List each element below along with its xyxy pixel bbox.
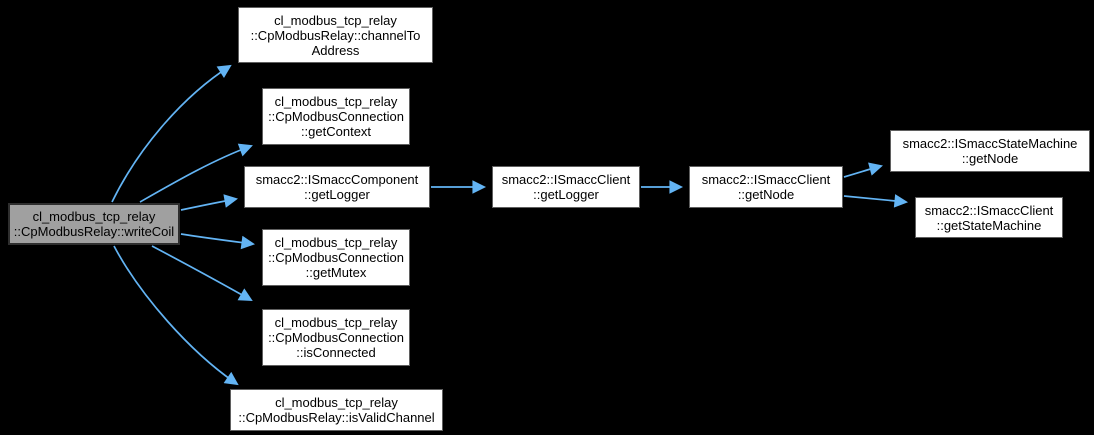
node-client-getnode[interactable]: smacc2::ISmaccClient ::getNode xyxy=(689,166,843,208)
edge-client-getnode-getstatemachine xyxy=(843,194,909,208)
node-label-line: cl_modbus_tcp_relay xyxy=(32,209,156,224)
node-label-line: ::getMutex xyxy=(305,265,367,280)
node-label-line: ::CpModbusConnection xyxy=(268,330,404,345)
node-label-line: smacc2::ISmaccClient xyxy=(701,172,831,187)
node-writecoil: cl_modbus_tcp_relay ::CpModbusRelay::wri… xyxy=(8,203,180,245)
node-label-line: ::getLogger xyxy=(304,187,370,202)
node-label-line: ::getLogger xyxy=(533,187,599,202)
node-label-line: ::CpModbusConnection xyxy=(268,250,404,265)
node-label-line: cl_modbus_tcp_relay xyxy=(275,395,398,410)
node-label-line: ::CpModbusRelay::writeCoil xyxy=(13,224,175,239)
node-label-line: smacc2::ISmaccClient xyxy=(924,202,1054,218)
node-isconnected[interactable]: cl_modbus_tcp_relay ::CpModbusConnection… xyxy=(262,309,410,366)
node-label-line: ::getStateMachine xyxy=(936,217,1042,233)
edge-client-getnode-sm-getnode xyxy=(843,162,883,178)
node-label-line: cl_modbus_tcp_relay xyxy=(274,235,398,250)
node-label-line: ::getNode xyxy=(737,187,795,202)
node-statemachine-getnode[interactable]: smacc2::ISmaccStateMachine ::getNode xyxy=(890,130,1090,172)
node-label-line: ::getContext xyxy=(300,124,372,139)
edge-writecoil-isconnected xyxy=(151,245,253,302)
edge-writecoil-getmutex xyxy=(180,233,256,250)
node-channeltoaddress[interactable]: cl_modbus_tcp_relay ::CpModbusRelay::cha… xyxy=(238,7,433,63)
edge-writecoil-comp-getlogger xyxy=(180,194,239,211)
node-client-getlogger[interactable]: smacc2::ISmaccClient ::getLogger xyxy=(492,166,640,208)
node-isvalidchannel[interactable]: cl_modbus_tcp_relay ::CpModbusRelay::isV… xyxy=(230,389,443,431)
node-getstatemachine[interactable]: smacc2::ISmaccClient ::getStateMachine xyxy=(915,197,1063,238)
node-label-line: cl_modbus_tcp_relay xyxy=(274,94,398,109)
node-label-line: ::CpModbusRelay::channelTo xyxy=(250,27,421,43)
node-label-line: cl_modbus_tcp_relay xyxy=(274,315,398,330)
node-label-line: ::isConnected xyxy=(296,345,376,360)
node-label-line: smacc2::ISmaccClient xyxy=(501,172,631,187)
node-getcontext[interactable]: cl_modbus_tcp_relay ::CpModbusConnection… xyxy=(262,88,410,145)
edge-writecoil-isvalidchannel xyxy=(113,245,239,386)
node-getmutex[interactable]: cl_modbus_tcp_relay ::CpModbusConnection… xyxy=(262,229,410,286)
node-label-line: smacc2::ISmaccComponent xyxy=(255,172,419,187)
node-label-line: ::CpModbusRelay::isValidChannel xyxy=(238,410,435,425)
node-component-getlogger[interactable]: smacc2::ISmaccComponent ::getLogger xyxy=(244,166,430,208)
edge-writecoil-getcontext xyxy=(139,143,253,203)
edge-writecoil-channeltoaddress xyxy=(111,64,232,203)
node-label-line: ::CpModbusConnection xyxy=(268,109,404,124)
node-label-line: smacc2::ISmaccStateMachine xyxy=(902,136,1078,151)
node-label-line: ::getNode xyxy=(961,151,1019,166)
node-label-line: cl_modbus_tcp_relay xyxy=(274,12,397,28)
node-label-line: Address xyxy=(311,42,360,58)
